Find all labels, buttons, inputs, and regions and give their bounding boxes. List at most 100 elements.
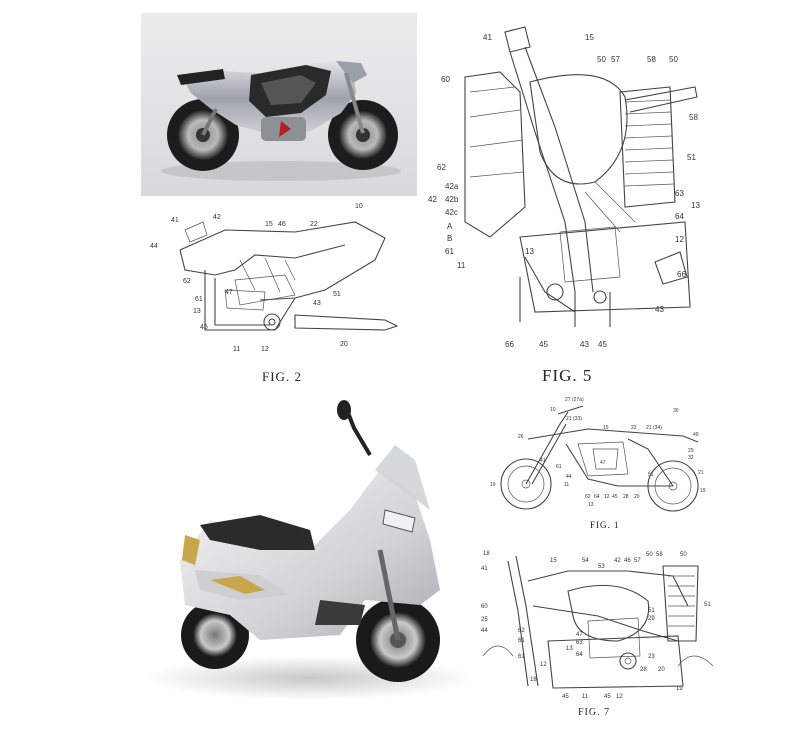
- fig1-label: 27 (27a): [565, 397, 584, 403]
- fig7-label: 50: [680, 552, 687, 558]
- fig7-label: 63: [576, 640, 583, 646]
- fig1-label: 13: [588, 502, 594, 508]
- fig5-label: 11: [457, 261, 466, 270]
- fig1-label: 21 (33): [566, 416, 582, 422]
- fig5-label: 43: [655, 305, 664, 314]
- fig5-label: 41: [483, 33, 492, 42]
- fig5-label: 42a: [445, 182, 459, 191]
- fig1-label: 49: [693, 432, 699, 438]
- fig1-label: 44: [566, 474, 572, 480]
- fig7-label: 45: [562, 694, 569, 700]
- fig1-label: 32: [688, 455, 694, 461]
- fig7-label: 44: [481, 628, 488, 634]
- fig-1-drawing: 27 (27a) 10 21 (33) 15 22 21 (34) 30 26 …: [488, 394, 713, 514]
- fig-5-drawing: 41 15 50 57 58 50 60 58 51 62 42a 42 42b…: [425, 22, 715, 357]
- fig7-label: 19: [676, 686, 683, 692]
- fig1-label: 62: [585, 494, 591, 500]
- fig2-label: 20: [340, 341, 348, 348]
- fig7-label: 51: [648, 608, 655, 614]
- fig5-label: 42: [428, 195, 437, 204]
- fig2-label: 12: [261, 346, 269, 353]
- fig5-label: 45: [598, 340, 607, 349]
- fig1-label: 29: [688, 448, 694, 454]
- fig5-label: 66: [505, 340, 514, 349]
- fig5-label: 57: [611, 55, 620, 64]
- fig2-label: 42: [213, 214, 221, 221]
- fig-1-caption: FIG. 1: [590, 520, 620, 530]
- fig5-label: 13: [691, 201, 700, 210]
- fig-7-line-drawing: 18 15 54 42 46 57 50 58 50 41 53 60 51 2…: [481, 551, 714, 700]
- fig2-label: 13: [193, 308, 201, 315]
- fig7-label: 62: [518, 628, 525, 634]
- fig2-label: 41: [171, 217, 179, 224]
- motorcycle-photo-icon: [141, 13, 417, 196]
- fig-7-caption: FIG. 7: [578, 707, 611, 718]
- fig5-label: 12: [675, 235, 684, 244]
- fig7-label: 18: [483, 551, 490, 557]
- fig7-label: 47: [576, 632, 583, 638]
- fig7-label: 25: [481, 617, 488, 623]
- fig1-label: 47: [600, 460, 606, 466]
- fig-2-line-drawing: 41 42 15 46 22 10 44 62 47 61 13 45 11 1…: [150, 203, 399, 353]
- fig5-label: 50: [669, 55, 678, 64]
- fig-5-line-drawing: 41 15 50 57 58 50 60 58 51 62 42a 42 42b…: [428, 26, 700, 349]
- fig7-label: 57: [634, 558, 641, 564]
- fig5-label: 60: [441, 75, 450, 84]
- fig5-label: 51: [687, 153, 696, 162]
- fig7-label: 45: [604, 694, 611, 700]
- fig-2-caption: FIG. 2: [262, 369, 302, 384]
- fig1-label: 64: [594, 494, 600, 500]
- fig7-label: 13: [566, 646, 573, 652]
- fig2-label: 44: [150, 243, 158, 250]
- fig1-label: 41: [540, 458, 546, 464]
- fig5-label: 61: [445, 247, 454, 256]
- fig2-label: 10: [355, 203, 363, 210]
- fig2-label: 62: [183, 278, 191, 285]
- fig1-label: 51: [648, 472, 654, 478]
- fig7-label: 50: [646, 552, 653, 558]
- fig1-label: 19: [490, 482, 496, 488]
- fig2-label: 11: [233, 346, 240, 353]
- fig7-label: 15: [550, 558, 557, 564]
- fig7-label: 42: [614, 558, 621, 564]
- fig7-label: 46: [624, 558, 631, 564]
- fig5-label: 15: [585, 33, 594, 42]
- fig1-label: 61: [556, 464, 562, 470]
- fig2-label: 43: [313, 300, 321, 307]
- fig1-label: 11: [564, 482, 569, 488]
- fig7-label: 11: [582, 694, 589, 700]
- fig2-label: 22: [310, 221, 318, 228]
- fig2-label: 46: [278, 221, 286, 228]
- fig7-label: 18: [530, 677, 537, 683]
- fig7-label: 61: [518, 638, 525, 644]
- fig5-label: 45: [539, 340, 548, 349]
- fig7-label: 53: [598, 564, 605, 570]
- fig2-label: 45: [200, 324, 208, 331]
- fig5-label: 43: [580, 340, 589, 349]
- fig7-label: 23: [648, 654, 655, 660]
- fig1-label: 28: [623, 494, 629, 500]
- fig2-label: 47: [225, 289, 233, 296]
- fig5-label: B: [447, 234, 452, 243]
- fig7-label: 41: [481, 566, 488, 572]
- fig1-label: 12: [604, 494, 610, 500]
- fig1-label: 10: [550, 407, 556, 413]
- fig5-label: 66: [677, 270, 686, 279]
- fig2-label: 61: [195, 296, 203, 303]
- fig5-label: 63: [675, 189, 684, 198]
- fig5-label: 50: [597, 55, 606, 64]
- fig1-label: 26: [518, 434, 524, 440]
- fig7-label: 29: [648, 616, 655, 622]
- fig1-label: 30: [673, 408, 679, 414]
- fig-7-drawing: 18 15 54 42 46 57 50 58 50 41 53 60 51 2…: [478, 546, 718, 704]
- fig5-label: 58: [647, 55, 656, 64]
- fig7-label: 61: [518, 654, 525, 660]
- fig7-label: 12: [616, 694, 623, 700]
- fig-2-drawing: 41 42 15 46 22 10 44 62 47 61 13 45 11 1…: [145, 200, 410, 360]
- fig2-label: 51: [333, 291, 341, 298]
- fig2-label: 15: [265, 221, 273, 228]
- fig5-label: A: [447, 222, 453, 231]
- concept-motorcycle-photo: [141, 13, 417, 196]
- fig5-label: 42c: [445, 208, 458, 217]
- fig5-label: 42b: [445, 195, 459, 204]
